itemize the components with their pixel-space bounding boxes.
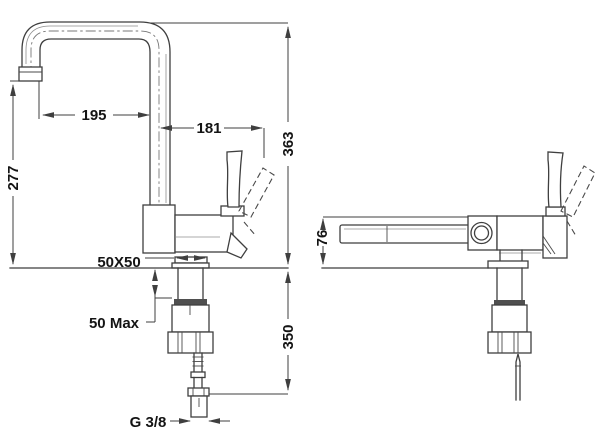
dim-deck-thickness-label: 50 Max — [89, 315, 140, 332]
dim-body-height-label: 76 — [314, 230, 331, 247]
supply-hose — [515, 353, 521, 401]
handle-lever-side-alt-position — [560, 165, 596, 218]
dim-body-reach: 181 — [160, 120, 265, 158]
dim-spout-reach: 195 — [38, 81, 150, 124]
dim-total-height: 363 — [280, 26, 297, 265]
threaded-rod — [190, 352, 206, 389]
aerator-outlet — [18, 66, 43, 82]
dim-spout-reach-label: 195 — [81, 107, 106, 124]
mixer-body-side — [487, 215, 577, 269]
spout-centerline — [30, 30, 160, 211]
mounting-nut-front — [167, 331, 214, 354]
swivel-joint — [467, 215, 498, 251]
dim-thread: G 3/8 — [130, 414, 230, 431]
dim-body-height: 76 — [314, 218, 331, 265]
gasket-band — [174, 299, 207, 305]
dim-deck-thickness: 50 Max — [89, 269, 172, 332]
mounting-nut-side — [487, 331, 532, 354]
spout-column-sleeve — [142, 204, 176, 254]
dim-body-reach-label: 181 — [196, 120, 221, 137]
dim-thread-label: G 3/8 — [130, 414, 167, 431]
side-view-drawing — [321, 151, 596, 401]
dim-total-height-label: 363 — [280, 131, 297, 156]
spout-side — [339, 224, 471, 244]
handle-lever-alt-position — [238, 167, 275, 218]
dim-base-plate-label: 50X50 — [97, 254, 140, 271]
dim-outlet-height: 277 — [5, 80, 22, 265]
supply-connector — [187, 387, 210, 418]
mounting-assembly-front — [167, 267, 214, 418]
mounting-assembly-side — [487, 267, 532, 401]
front-view-drawing — [9, 21, 289, 418]
gasket-band-side — [494, 300, 525, 305]
dim-below-deck-label: 350 — [280, 324, 297, 349]
escutcheon-base-plate — [171, 256, 210, 269]
dimension-annotations: 195 277 181 363 350 — [5, 22, 331, 431]
handle-lever — [226, 150, 243, 208]
handle-lever-side — [547, 151, 564, 208]
dim-outlet-height-label: 277 — [5, 165, 22, 190]
dim-below-deck: 350 — [209, 271, 297, 395]
dim-base-plate: 50X50 — [97, 254, 206, 271]
